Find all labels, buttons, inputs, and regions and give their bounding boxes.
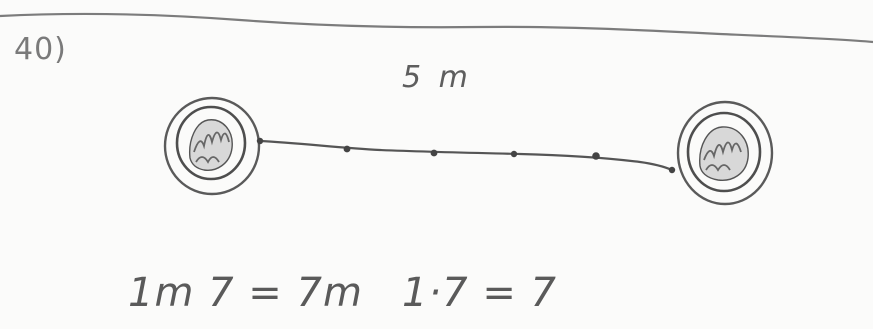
problem-number: 40) <box>14 32 67 67</box>
sheet-top-border <box>0 12 873 44</box>
equation-text: 1m 7 = 7m <box>128 270 363 316</box>
left-tree-icon <box>163 96 261 196</box>
line-mark <box>256 137 264 145</box>
distance-line <box>259 139 673 172</box>
distance-label: 5 m <box>402 60 472 95</box>
right-tree-icon <box>676 100 774 206</box>
line-mark <box>430 149 438 157</box>
line-mark <box>592 152 600 160</box>
line-mark <box>510 150 518 158</box>
equation-text: 1·7 = 7 <box>402 270 558 316</box>
line-mark <box>668 166 676 174</box>
line-mark <box>343 145 351 153</box>
